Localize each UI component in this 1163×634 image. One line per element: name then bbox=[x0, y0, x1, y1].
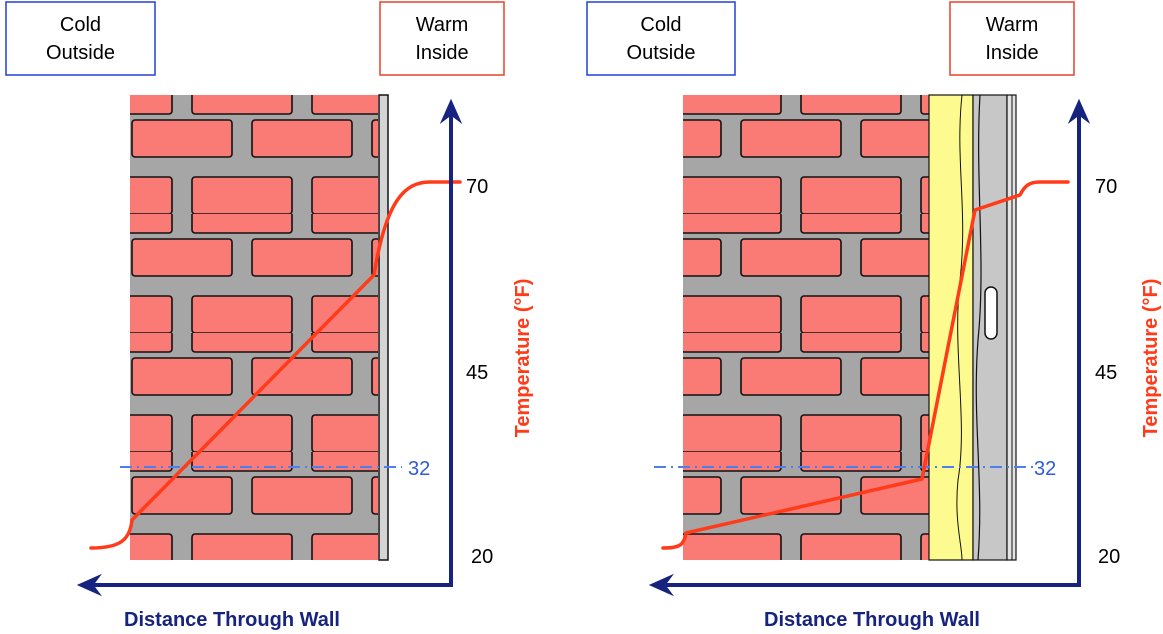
right-tick-70: 70 bbox=[1095, 176, 1117, 198]
right-brick-wall bbox=[683, 95, 929, 560]
right-axes bbox=[648, 98, 1091, 597]
left-axes bbox=[76, 98, 463, 597]
left-outside-label-line2: Outside bbox=[46, 42, 115, 64]
right-stud-slot bbox=[984, 286, 998, 340]
right-y-axis-label: Temperature (°F) bbox=[1140, 279, 1162, 438]
right-outside-label-line2: Outside bbox=[627, 42, 696, 64]
left-tick-70: 70 bbox=[466, 176, 488, 198]
left-brick-wall bbox=[130, 95, 378, 560]
right-inside-label-line1: Warm bbox=[986, 14, 1039, 36]
left-freeze-label: 32 bbox=[408, 458, 430, 480]
right-inside-label-line2: Inside bbox=[985, 42, 1038, 64]
left-inside-label-line2: Inside bbox=[415, 42, 468, 64]
right-outside-box bbox=[586, 1, 736, 76]
right-tick-45: 45 bbox=[1095, 362, 1117, 384]
left-interior-finish bbox=[378, 94, 389, 561]
right-inside-box bbox=[949, 1, 1075, 76]
left-outside-box bbox=[5, 1, 156, 76]
right-panel: Cold Outside Warm Inside 32 70 45 20 Tem… bbox=[586, 1, 1162, 631]
left-tick-20: 20 bbox=[471, 546, 493, 568]
left-y-axis-label: Temperature (°F) bbox=[512, 279, 534, 438]
left-panel: Cold Outside Warm Inside 32 70 45 20 Tem… bbox=[5, 1, 534, 631]
left-x-axis-label: Distance Through Wall bbox=[124, 609, 340, 631]
left-outside-label-line1: Cold bbox=[60, 14, 101, 36]
left-inside-box bbox=[379, 1, 505, 76]
right-x-axis-label: Distance Through Wall bbox=[764, 609, 980, 631]
left-inside-label-line1: Warm bbox=[416, 14, 469, 36]
left-tick-45: 45 bbox=[466, 362, 488, 384]
right-outside-label-line1: Cold bbox=[640, 14, 681, 36]
right-freeze-label: 32 bbox=[1034, 458, 1056, 480]
right-tick-20: 20 bbox=[1098, 546, 1120, 568]
